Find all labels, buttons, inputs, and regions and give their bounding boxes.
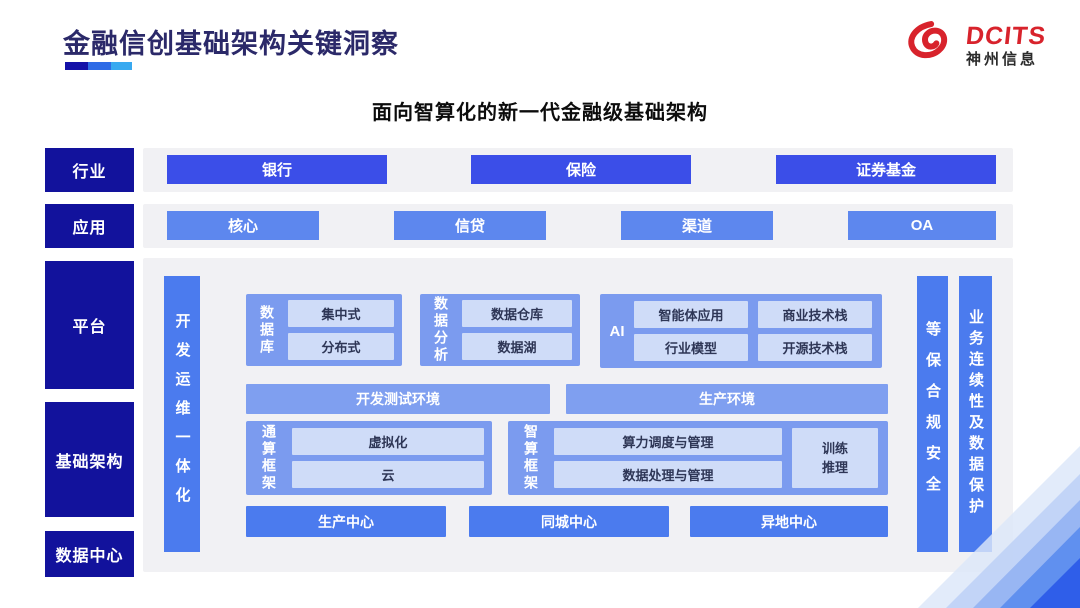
ai-block: AI 智能体应用 商业技术栈 行业模型 开源技术栈 bbox=[600, 294, 882, 368]
industry-item-insurance: 保险 bbox=[471, 155, 691, 184]
ai-item-agent-app: 智能体应用 bbox=[634, 301, 748, 328]
analytics-block: 数据分析 数据仓库 数据湖 bbox=[420, 294, 580, 366]
analytics-item-lake: 数据湖 bbox=[462, 333, 572, 360]
dcits-swirl-icon bbox=[904, 16, 958, 75]
diagram-title: 面向智算化的新一代金融级基础架构 bbox=[372, 102, 708, 124]
center-samecity: 同城中心 bbox=[469, 506, 669, 537]
logo-company-text: 神州信息 bbox=[966, 51, 1039, 68]
security-bar-label: 等保合规安全 bbox=[924, 321, 941, 507]
ai-block-label: AI bbox=[609, 322, 625, 340]
devops-vertical-bar: 开发运维一体化 bbox=[164, 276, 200, 552]
application-item-credit: 信贷 bbox=[394, 211, 546, 240]
devops-bar-label: 开发运维一体化 bbox=[173, 312, 191, 516]
layer-label-application: 应用 bbox=[45, 204, 134, 248]
industry-item-bank: 银行 bbox=[167, 155, 387, 184]
ai-compute-training-inference-box: 训练推理 bbox=[792, 428, 878, 488]
application-item-core: 核心 bbox=[167, 211, 319, 240]
ai-compute-label: 智算框架 bbox=[523, 424, 539, 492]
center-production: 生产中心 bbox=[246, 506, 446, 537]
general-compute-label: 通算框架 bbox=[261, 424, 277, 492]
database-block-label: 数据库 bbox=[259, 304, 275, 356]
analytics-item-warehouse: 数据仓库 bbox=[462, 300, 572, 327]
layer-label-platform: 平台 bbox=[45, 261, 134, 389]
page-title: 金融信创基础架构关键洞察 bbox=[63, 29, 399, 59]
continuity-vertical-bar: 业务连续性及数据保护 bbox=[959, 276, 992, 552]
underline-segment-dark bbox=[65, 62, 88, 70]
layer-label-datacenter: 数据中心 bbox=[45, 531, 134, 577]
production-environment-bar: 生产环境 bbox=[566, 384, 888, 414]
ai-compute-item-dataprocessing: 数据处理与管理 bbox=[554, 461, 782, 488]
analytics-block-label: 数据分析 bbox=[433, 296, 449, 364]
ai-compute-block: 智算框架 算力调度与管理 数据处理与管理 训练推理 bbox=[508, 421, 888, 495]
title-underline bbox=[65, 62, 132, 70]
ai-item-commercial-stack: 商业技术栈 bbox=[758, 301, 872, 328]
database-item-centralized: 集中式 bbox=[288, 300, 394, 327]
database-item-distributed: 分布式 bbox=[288, 333, 394, 360]
dev-test-environment-bar: 开发测试环境 bbox=[246, 384, 550, 414]
layer-label-industry: 行业 bbox=[45, 148, 134, 192]
underline-segment-light bbox=[111, 62, 132, 70]
general-item-virtualization: 虚拟化 bbox=[292, 428, 484, 455]
application-item-channel: 渠道 bbox=[621, 211, 773, 240]
security-vertical-bar: 等保合规安全 bbox=[917, 276, 948, 552]
logo-brand-text: DCITS bbox=[964, 21, 1048, 50]
center-remote: 异地中心 bbox=[690, 506, 888, 537]
database-block: 数据库 集中式 分布式 bbox=[246, 294, 402, 366]
general-item-cloud: 云 bbox=[292, 461, 484, 488]
dcits-logo: DCITS 神州信息 bbox=[904, 16, 1048, 75]
ai-item-industry-model: 行业模型 bbox=[634, 334, 748, 361]
layer-label-infrastructure: 基础架构 bbox=[45, 402, 134, 517]
underline-segment-mid bbox=[88, 62, 111, 70]
general-compute-block: 通算框架 虚拟化 云 bbox=[246, 421, 492, 495]
continuity-bar-label: 业务连续性及数据保护 bbox=[967, 309, 984, 519]
ai-item-opensource-stack: 开源技术栈 bbox=[758, 334, 872, 361]
industry-item-securities: 证券基金 bbox=[776, 155, 996, 184]
ai-compute-item-scheduling: 算力调度与管理 bbox=[554, 428, 782, 455]
application-item-oa: OA bbox=[848, 211, 996, 240]
